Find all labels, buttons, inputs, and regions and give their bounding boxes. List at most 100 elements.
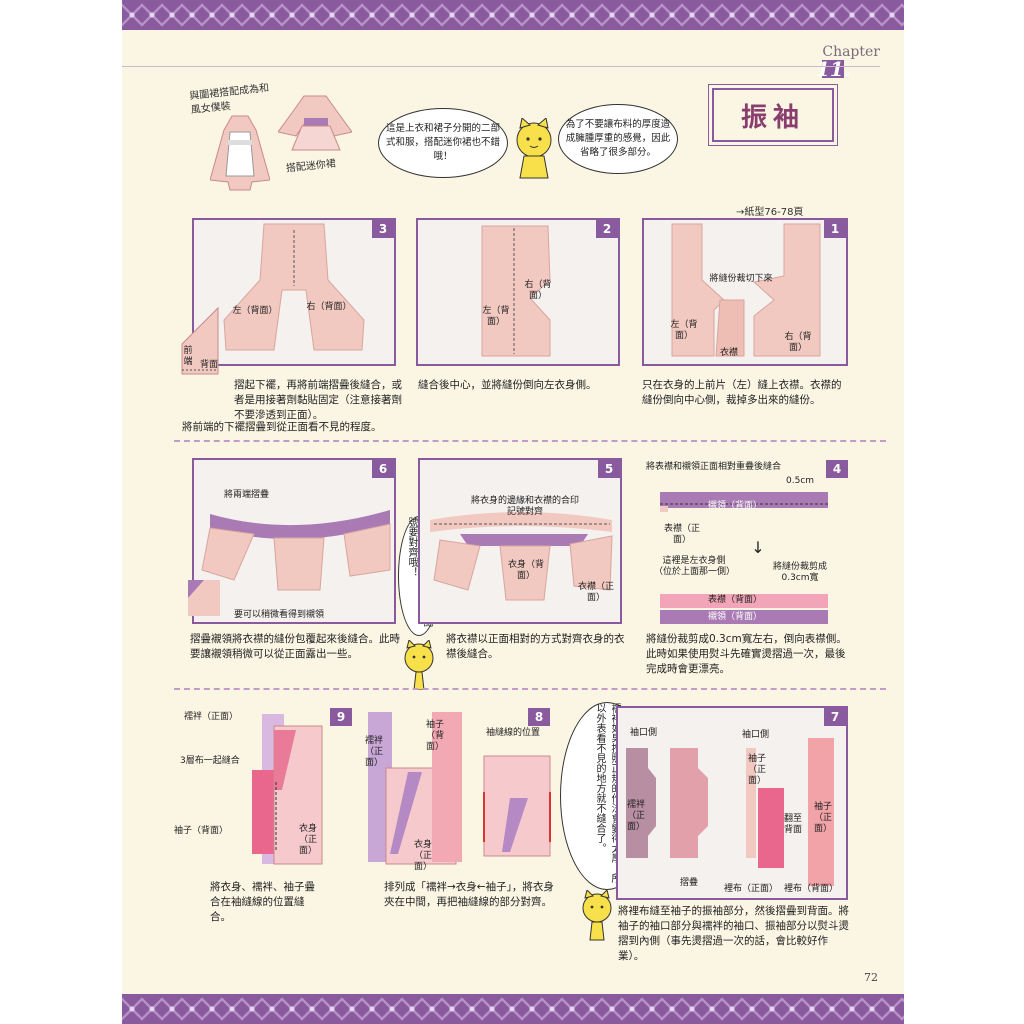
photo-step-1 xyxy=(644,220,846,364)
divider-2 xyxy=(174,688,886,690)
step-number-8: 8 xyxy=(528,708,550,726)
label-s5-okumi: 衣襟（正面） xyxy=(577,582,614,603)
step-number-4: 4 xyxy=(826,460,848,478)
caption-step-7: 將裡布縫至袖子的振袖部分，然後摺疊到背面。將袖子的袖口部分與襦袢的袖口、振袖部分… xyxy=(618,905,849,962)
panel-step-3: 3 左（背面） 右（背面） xyxy=(192,218,396,366)
label-s4-collar: 襯領（背面） xyxy=(708,501,763,511)
label-s9-body: 衣身（正面） xyxy=(298,824,317,856)
step-number-1: 1 xyxy=(824,220,846,238)
illustration-maid-kimono xyxy=(210,115,270,191)
label-s1-left: 左（背面） xyxy=(670,320,698,341)
label-s4-outer: 表襟（正面） xyxy=(663,524,700,545)
caption-step-8: 排列成「襦袢→衣身←袖子」，將衣身夾在中間，再把袖縫線的部分對齊。 xyxy=(384,881,554,908)
label-s8-body: 衣身（正面） xyxy=(413,840,432,872)
speech-bubble-left: 這是上衣和裙子分開的二部式和服，搭配迷你裙也不錯哦！ xyxy=(378,108,508,178)
label-s7-cuff: 袖口側 xyxy=(630,728,658,738)
label-s7-fold: 摺疊 xyxy=(680,878,699,888)
chapter-number: 11. xyxy=(815,57,851,81)
photo-step-7 xyxy=(618,708,846,898)
book-page: Chapter 11. 與圍裙搭配成為和風女僕裝 搭配迷你裙 這是上衣和裙子分開… xyxy=(122,0,904,1024)
diagram-step-9 xyxy=(252,714,323,865)
label-s7-sleeve2: 袖子（正面） xyxy=(813,802,832,834)
label-s4-05: 0.5cm xyxy=(786,476,815,486)
label-s6-see: 要可以稍微看得到襯領 xyxy=(234,610,325,620)
label-s3-back: 背面 xyxy=(200,360,219,370)
photo-step-6 xyxy=(194,460,394,622)
diagram-collar-peek xyxy=(188,580,220,616)
label-s4-trim: 將縫份裁剪成0.3cm寬 xyxy=(772,562,827,583)
photo-step-5 xyxy=(420,460,620,622)
label-s2-right: 右（背面） xyxy=(524,280,552,301)
yellow-cat-mascot-icon-3 xyxy=(582,890,612,941)
top-border-band xyxy=(122,0,904,30)
panel-step-2: 2 右（背面） 左（背面） xyxy=(416,218,620,366)
label-mini: 搭配迷你裙 xyxy=(285,158,337,175)
panel-step-5: 5 將衣身的邊緣和衣襟的合印記號對齊 衣身（背面） 衣襟（正面） xyxy=(418,458,622,624)
caption-step-3: 摺起下襬，再將前端摺疊後縫合，或者是用接著劑黏貼固定（注意接著劑不要滲透到正面）… xyxy=(234,379,402,421)
label-s5-body: 衣身（背面） xyxy=(507,560,544,581)
photo-step-3 xyxy=(194,220,394,364)
diagram-front-fold xyxy=(181,306,219,375)
photo-step-2 xyxy=(418,220,618,364)
label-s9-juban: 襦袢（正面） xyxy=(184,712,239,722)
label-s7-sleeve: 袖子（正面） xyxy=(747,754,766,786)
pattern-reference: →紙型76-78頁 xyxy=(736,207,804,218)
speech-bubble-right: 為了不要讓布料的厚度造成臃腫厚重的感覺，因此省略了很多部分。 xyxy=(558,104,678,174)
label-s3-right: 右（背面） xyxy=(306,302,352,312)
diagram-step-8-left xyxy=(368,712,462,865)
step-number-2: 2 xyxy=(596,220,618,238)
label-s1-right: 右（背面） xyxy=(784,332,812,353)
chapter-rule xyxy=(122,66,880,67)
label-s7-flip: 翻至背面 xyxy=(783,814,802,835)
step-number-6: 6 xyxy=(372,460,394,478)
bubble-right-text: 為了不要讓布料的厚度造成臃腫厚重的感覺，因此省略了很多部分。 xyxy=(565,119,671,158)
bubble-left-text: 這是上衣和裙子分開的二部式和服，搭配迷你裙也不錯哦！ xyxy=(385,123,500,162)
down-arrow-icon: ↓ xyxy=(751,538,765,557)
caption-step-5: 將衣襟以正面相對的方式對齊衣身的衣襟後縫合。 xyxy=(446,633,625,660)
diagram-collar-strip-2 xyxy=(660,594,828,624)
step-number-7: 7 xyxy=(824,708,846,726)
label-s7-cuff2: 袖口側 xyxy=(742,730,770,740)
step-number-3: 3 xyxy=(372,220,394,238)
panel-step-1: 1 將縫份裁切下來 左（背面） 衣襟 右（背面） xyxy=(642,218,848,366)
page-title: 振袖 xyxy=(708,84,838,146)
chapter-prefix: Chapter xyxy=(822,44,880,60)
illustration-mini-skirt-kimono xyxy=(278,95,352,151)
label-s8-sleeve: 袖子（背面） xyxy=(425,720,444,752)
note-step-3: 將前端的下襬摺疊到從正面看不見的程度。 xyxy=(182,421,382,433)
caption-step-4: 將縫份裁剪成0.3cm寬左右，倒向表襟側。此時如果使用熨斗先確實燙摺過一次，最後… xyxy=(646,633,847,675)
label-s4-top: 將表襟和襯領正面相對重疊後縫合 xyxy=(646,462,782,472)
bottom-border-band xyxy=(122,994,904,1024)
panel-step-7: 7 袖口側 袖口側 襦袢（正面） 摺疊 袖子（正面） 翻至背面 袖子（正面） 裡… xyxy=(616,706,848,900)
yellow-cat-mascot-icon xyxy=(516,118,552,179)
label-s6-fold: 將兩端摺疊 xyxy=(224,490,270,500)
page-number: 72 xyxy=(864,971,878,984)
label-s4-collar2: 襯領（背面） xyxy=(708,612,763,622)
panel-step-6: 6 將兩端摺疊 xyxy=(192,458,396,624)
label-s2-left: 左（背面） xyxy=(482,306,510,327)
label-s9-three: 3層布一起縫合 xyxy=(180,756,240,766)
step-number-5: 5 xyxy=(598,460,620,478)
label-s1-okumi: 衣襟 xyxy=(720,348,739,358)
divider-1 xyxy=(174,440,886,442)
caption-step-2: 縫合後中心，並將縫份倒向左衣身側。 xyxy=(418,379,597,391)
label-s9-sleeve: 袖子（背面） xyxy=(174,826,229,836)
caption-step-1: 只在衣身的上前片（左）縫上衣襟。衣襟的縫份倒向中心側，裁掉多出來的縫份。 xyxy=(642,379,842,406)
step-number-9: 9 xyxy=(330,708,352,726)
label-s8-seam: 袖縫線的位置 xyxy=(486,728,541,738)
label-s7-lining2: 裡布（背面） xyxy=(784,884,839,894)
label-s1-cut: 將縫份裁切下來 xyxy=(709,274,773,284)
label-s3-front: 前端 xyxy=(183,346,193,367)
diagram-collar-strip-1 xyxy=(660,492,828,512)
diagram-step-8-right xyxy=(483,755,551,857)
bubble-step-7-text: 襦袢如果按照正規的作法會變得太厚，所以外表看不見的地方就不縫合了。 xyxy=(594,703,620,883)
label-s3-left: 左（背面） xyxy=(232,306,278,316)
label-s5-align: 將衣身的邊緣和衣襟的合印記號對齊 xyxy=(470,496,579,517)
label-s7-juban: 襦袢（正面） xyxy=(626,800,645,832)
caption-step-6: 摺疊襯領將衣襟的縫份包覆起來後縫合。此時要讓襯領稍微可以從正面露出一些。 xyxy=(190,633,400,660)
label-s7-lining: 裡布（正面） xyxy=(724,884,779,894)
label-s8-juban: 襦袢（正面） xyxy=(364,736,383,768)
caption-step-9: 將衣身、襦袢、袖子疊合在袖縫線的位置縫合。 xyxy=(210,881,315,923)
yellow-cat-mascot-icon-2 xyxy=(404,640,434,690)
label-s4-outer2: 表襟（背面） xyxy=(708,595,763,605)
